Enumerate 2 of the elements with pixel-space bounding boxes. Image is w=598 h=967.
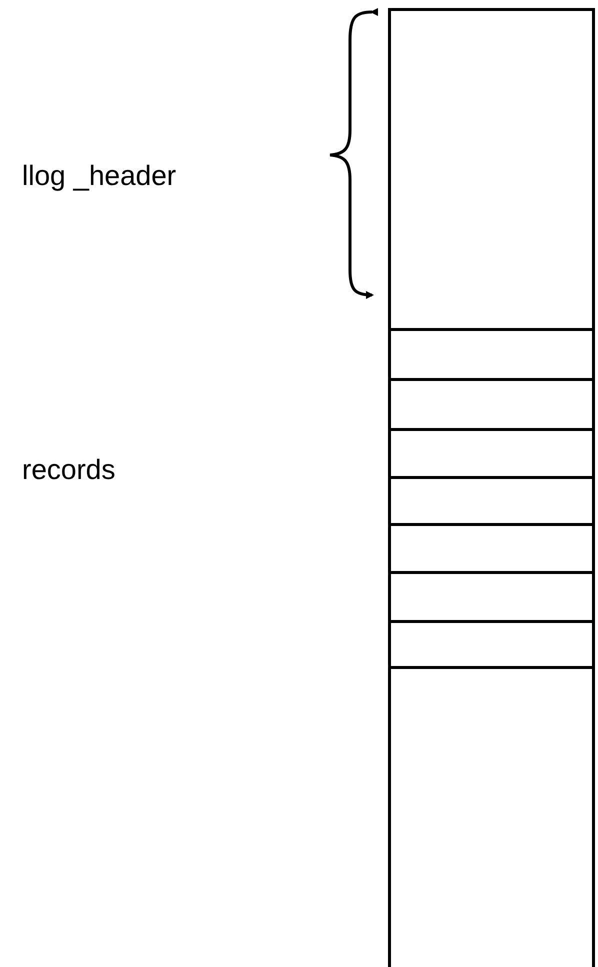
section-label: records	[22, 456, 116, 484]
section-label: llog _header	[22, 162, 176, 190]
